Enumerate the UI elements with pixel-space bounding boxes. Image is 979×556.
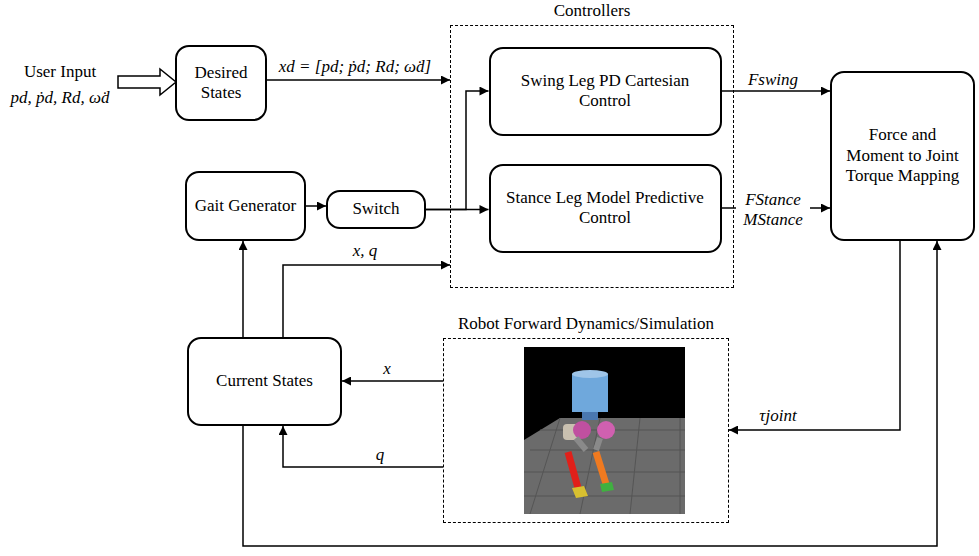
input-arrow	[118, 69, 176, 95]
signal-arrow	[243, 241, 937, 546]
box-label: Current States	[210, 371, 319, 391]
signal-label: x, q	[351, 241, 380, 261]
signal-label: xd = [pd; ṗd; Rd; ω̇d]	[277, 57, 433, 77]
box-label: Force and Moment to Joint Torque Mapping	[832, 125, 973, 186]
controller-box: Stance Leg Model Predictive Control	[489, 164, 722, 253]
signal-arrow	[283, 265, 450, 337]
robot-figure	[524, 347, 685, 514]
signal-arrow	[267, 79, 450, 81]
signal-label: x	[381, 359, 393, 379]
box-label: Switch	[346, 199, 405, 219]
process-box: Desired States	[175, 45, 267, 121]
signal-arrow	[729, 241, 900, 430]
box-label: Stance Leg Model Predictive Control	[491, 188, 720, 229]
input-label: User Input	[24, 62, 96, 82]
group-heading: Controllers	[551, 1, 634, 21]
signal-arrow	[242, 241, 244, 337]
controller-group: ControllersSwing Leg PD Cartesian Contro…	[450, 25, 734, 288]
signal-label: τjoint	[757, 406, 798, 426]
group-heading: Robot Forward Dynamics/Simulation	[455, 314, 717, 334]
signal-label: FStance MStance	[736, 190, 810, 229]
signal-arrow	[342, 380, 443, 382]
controller-box: Swing Leg PD Cartesian Control	[489, 47, 722, 136]
mapping-box: Force and Moment to Joint Torque Mapping	[830, 71, 975, 241]
simulation-group: Robot Forward Dynamics/Simulation	[443, 338, 729, 523]
signal-label: q	[374, 445, 387, 465]
signal-arrow	[426, 91, 489, 210]
switch-box: Switch	[326, 190, 426, 229]
signal-arrow	[722, 90, 831, 92]
box-label: Swing Leg PD Cartesian Control	[491, 71, 720, 112]
signal-arrow	[426, 209, 489, 211]
box-label: Desired States	[177, 63, 265, 104]
process-box: Gait Generator	[185, 171, 306, 241]
box-label: Gait Generator	[189, 196, 302, 216]
signal-arrow	[306, 205, 326, 207]
signal-label: Fswing	[746, 70, 800, 90]
state-box: Current States	[187, 337, 342, 426]
input-label: pd, ṗd, Rd, ω̇d	[11, 88, 110, 108]
signal-arrow	[283, 426, 443, 467]
